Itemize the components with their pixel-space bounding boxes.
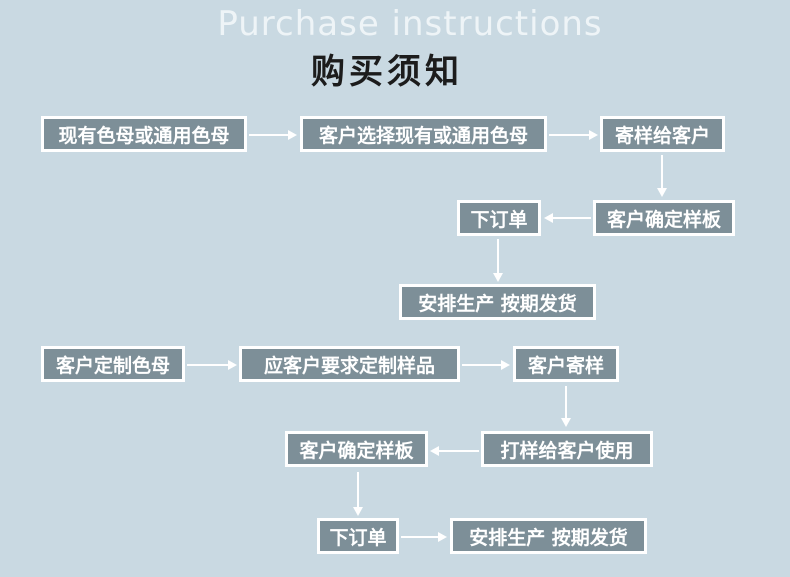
flow2-step-proof-for-customer: 打样给客户使用 (481, 431, 653, 467)
arrow-f1-4-to-5 (544, 213, 591, 223)
flow2-step-place-order: 下订单 (317, 518, 399, 554)
arrow-f2-1-to-2 (187, 360, 237, 370)
flow2-step-produce-ship: 安排生产 按期发货 (450, 518, 647, 554)
arrow-f1-3-to-4 (657, 155, 667, 197)
arrow-f1-5-to-6 (493, 239, 503, 282)
arrow-f2-4-to-5 (430, 446, 479, 456)
flow1-step-produce-ship: 安排生产 按期发货 (399, 284, 596, 320)
flow1-step-send-sample: 寄样给客户 (600, 116, 725, 152)
flow1-step-customer-selects: 客户选择现有或通用色母 (300, 116, 547, 152)
flow1-step-customer-confirms: 客户确定样板 (593, 200, 735, 236)
arrow-f1-2-to-3 (549, 130, 598, 140)
flow1-step-place-order: 下订单 (457, 200, 541, 236)
arrow-f2-6-to-7 (401, 532, 447, 542)
title-chinese: 购买须知 (311, 52, 463, 92)
flow2-step-custom-sample: 应客户要求定制样品 (239, 346, 460, 382)
arrow-f2-3-to-4 (561, 386, 571, 427)
flow2-step-customer-confirms: 客户确定样板 (285, 431, 428, 467)
title-english: Purchase instructions (217, 4, 603, 44)
flow2-step-custom-masterbatch: 客户定制色母 (41, 346, 185, 382)
arrow-f2-5-to-6 (353, 472, 363, 516)
flow2-step-customer-sends-sample: 客户寄样 (513, 346, 619, 382)
arrow-f2-2-to-3 (462, 360, 510, 370)
flow1-step-existing-masterbatch: 现有色母或通用色母 (41, 116, 247, 152)
arrow-f1-1-to-2 (249, 130, 297, 140)
